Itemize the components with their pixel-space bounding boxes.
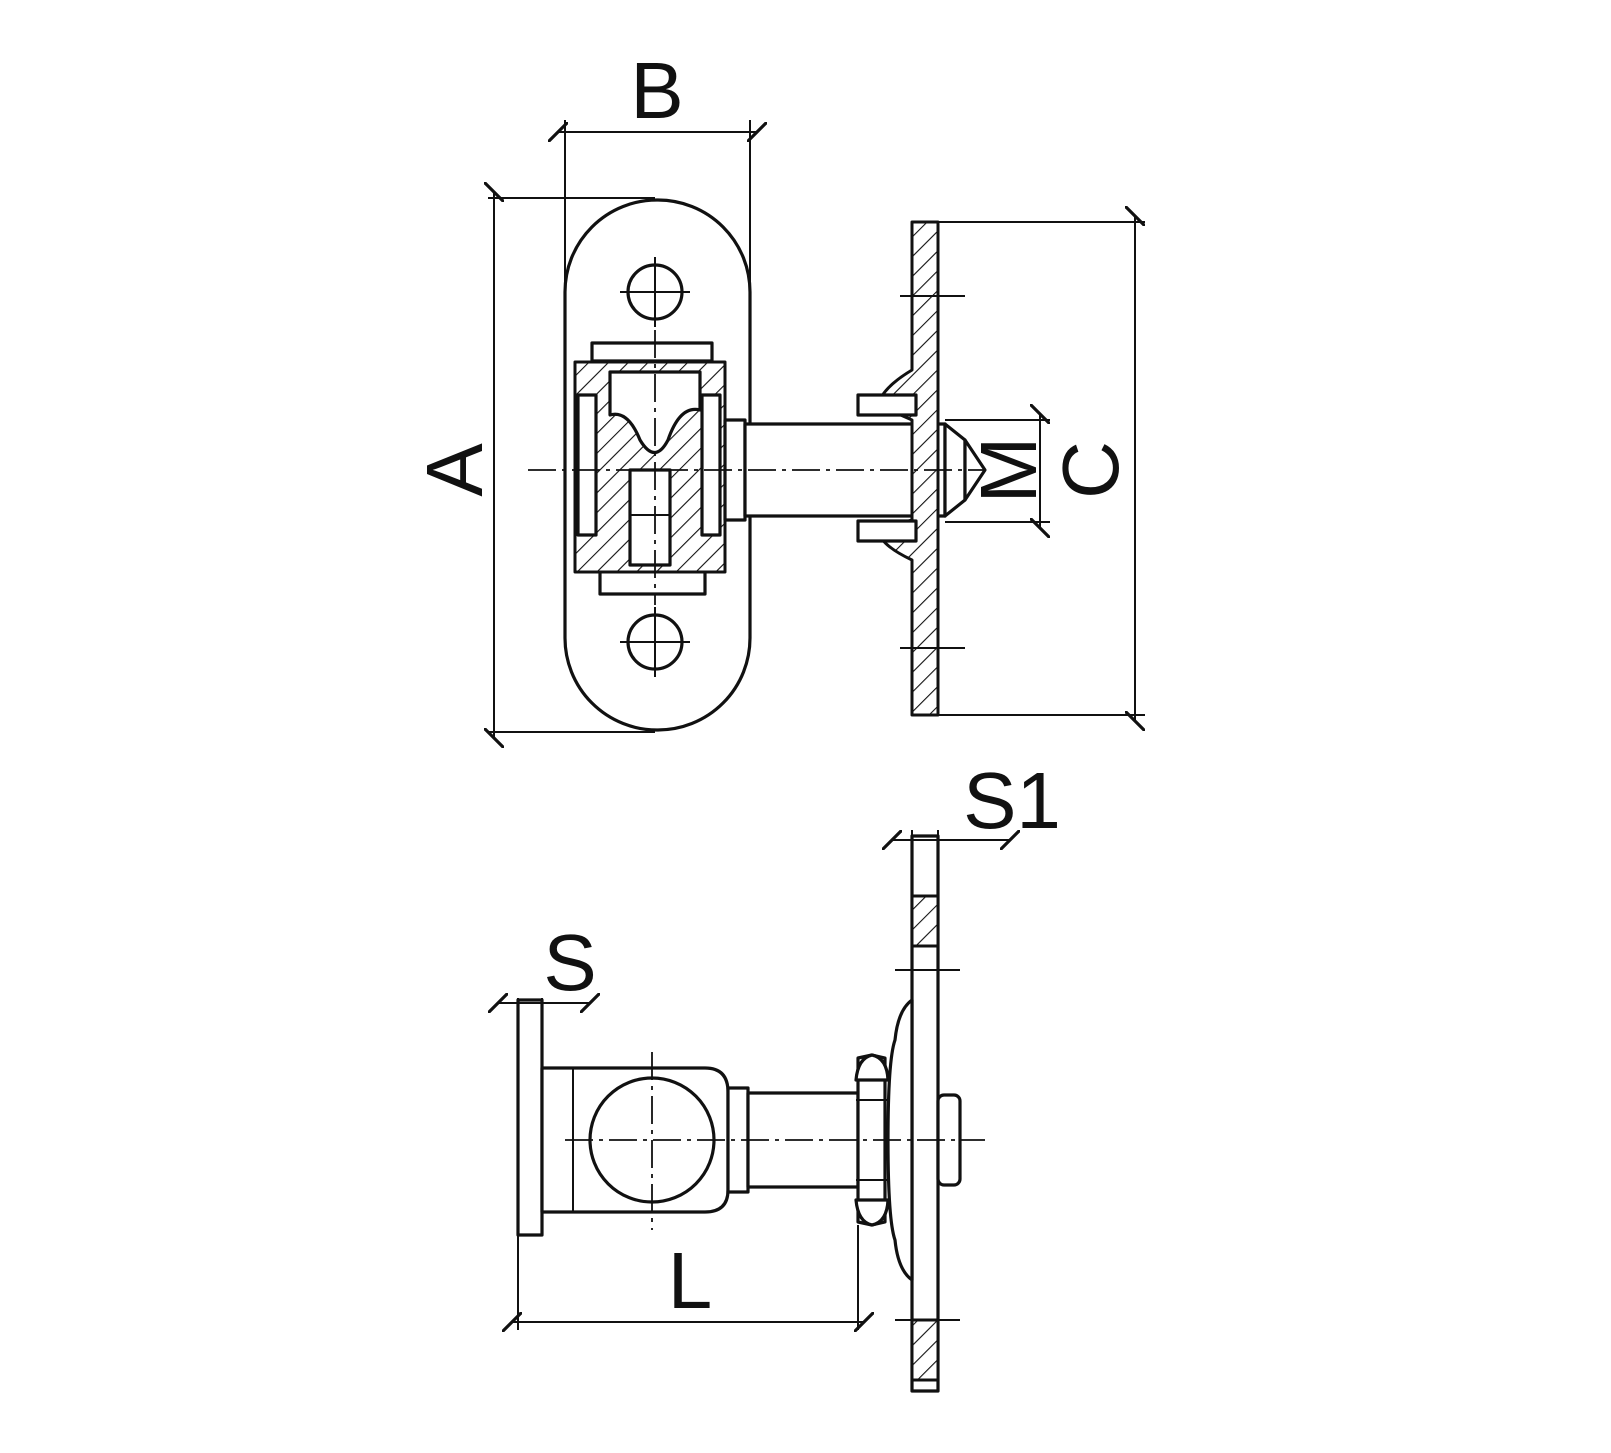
dimension-s: S	[498, 918, 597, 1330]
dimension-label-c: C	[1046, 441, 1135, 499]
hex-nut	[854, 1053, 890, 1227]
wall-plate-top-view	[856, 220, 965, 717]
dimension-a: A	[410, 192, 655, 738]
dimension-s1: S1	[892, 756, 1061, 900]
wall-plate-side-view	[886, 834, 962, 1393]
dimension-label-a: A	[410, 443, 499, 497]
mounting-hole-bottom	[620, 607, 690, 677]
strap-plate	[516, 998, 544, 1237]
top-view: A B C M	[410, 46, 1145, 738]
dimension-label-m: M	[964, 437, 1053, 504]
dimension-c: C	[938, 216, 1145, 721]
dimension-label-l: L	[668, 1236, 713, 1325]
dimension-label-s1: S1	[963, 756, 1061, 845]
dimension-l: L	[512, 1225, 864, 1330]
dimension-m: M	[945, 414, 1053, 528]
side-view: S S1 L	[498, 756, 1061, 1393]
hinge-body-section	[573, 341, 727, 596]
dimension-label-b: B	[630, 46, 683, 135]
mounting-hole-top	[620, 257, 690, 327]
dimension-b: B	[558, 46, 757, 300]
dimension-label-s: S	[543, 918, 596, 1007]
